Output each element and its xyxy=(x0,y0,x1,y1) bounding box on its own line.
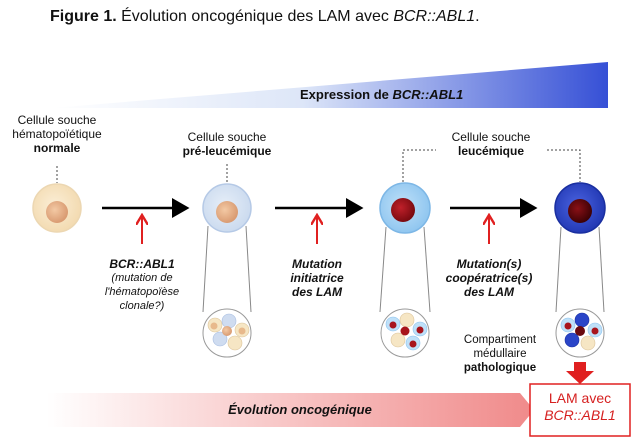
event-3-line2: coopératrice(s) xyxy=(445,271,533,285)
magnifier-leuk xyxy=(379,226,431,358)
event-1-line3: l'hématopoïèse clonale?) xyxy=(104,286,180,312)
event-2-line1: Mutation xyxy=(292,257,342,271)
lam-box xyxy=(529,383,631,437)
expression-label: Expression de BCR::ABL1 xyxy=(300,87,463,102)
label-leuk-line2: leucémique xyxy=(457,144,525,158)
label-normal-line2: hématopoïétique xyxy=(12,127,102,141)
cell-normal xyxy=(32,183,82,233)
magnifier-lam xyxy=(555,226,605,358)
expression-wedge xyxy=(52,62,608,108)
label-pre: Cellule souche pré-leucémique xyxy=(172,130,282,158)
event-2-line2: initiatrice xyxy=(290,271,344,285)
event-label-2: Mutation initiatrice des LAM xyxy=(267,257,367,299)
cell-leukemic xyxy=(379,182,431,234)
label-normal-line1: Cellule souche xyxy=(17,113,97,127)
cell-lam xyxy=(554,182,606,234)
event-3-line3: des LAM xyxy=(463,285,514,299)
event-label-3: Mutation(s) coopératrice(s) des LAM xyxy=(434,257,544,299)
lam-box-line1: LAM avec xyxy=(548,390,612,406)
magnifier-pre xyxy=(202,225,252,358)
compartment-line2-plain: médullaire xyxy=(473,348,527,360)
event-label-1: BCR::ABL1 (mutation de l'hématopoïèse cl… xyxy=(82,257,202,313)
lam-box-line2: BCR::ABL1 xyxy=(544,407,616,423)
figure-title-end: . xyxy=(475,8,480,25)
event-1-line1: BCR::ABL1 xyxy=(109,257,175,271)
figure-title-text: Évolution oncogénique des LAM avec xyxy=(116,8,394,25)
figure-title-bold: Figure 1. xyxy=(50,8,117,25)
label-leuk: Cellule souche leucémique xyxy=(436,130,546,158)
compartment-line2-bold: pathologique xyxy=(463,362,537,374)
label-pre-line2: pré-leucémique xyxy=(182,144,272,158)
lam-box-text: LAM avec BCR::ABL1 xyxy=(530,390,630,424)
label-normal: Cellule souche hématopoïétique normale xyxy=(2,113,112,155)
evolution-label: Évolution oncogénique xyxy=(228,402,372,417)
expression-label-gene: BCR::ABL1 xyxy=(392,87,464,102)
evolution-banner xyxy=(47,393,534,427)
event-1-line2: (mutation de xyxy=(111,272,173,284)
label-normal-line3: normale xyxy=(33,141,81,155)
expression-label-prefix: Expression de xyxy=(300,87,393,102)
cell-pre-leukemic xyxy=(202,183,252,233)
figure-title: Figure 1. Évolution oncogénique des LAM … xyxy=(50,7,480,27)
lam-pointer-stem xyxy=(574,362,586,372)
lam-pointer-head xyxy=(566,371,594,384)
label-leuk-line1: Cellule souche xyxy=(451,130,531,144)
label-pre-line1: Cellule souche xyxy=(187,130,267,144)
event-3-line1: Mutation(s) xyxy=(456,257,522,271)
event-2-line3: des LAM xyxy=(291,285,342,299)
compartment-label: Compartiment médullaire pathologique xyxy=(440,333,560,375)
compartment-line1: Compartiment xyxy=(463,334,537,346)
figure-title-italic: BCR::ABL1 xyxy=(393,8,476,25)
